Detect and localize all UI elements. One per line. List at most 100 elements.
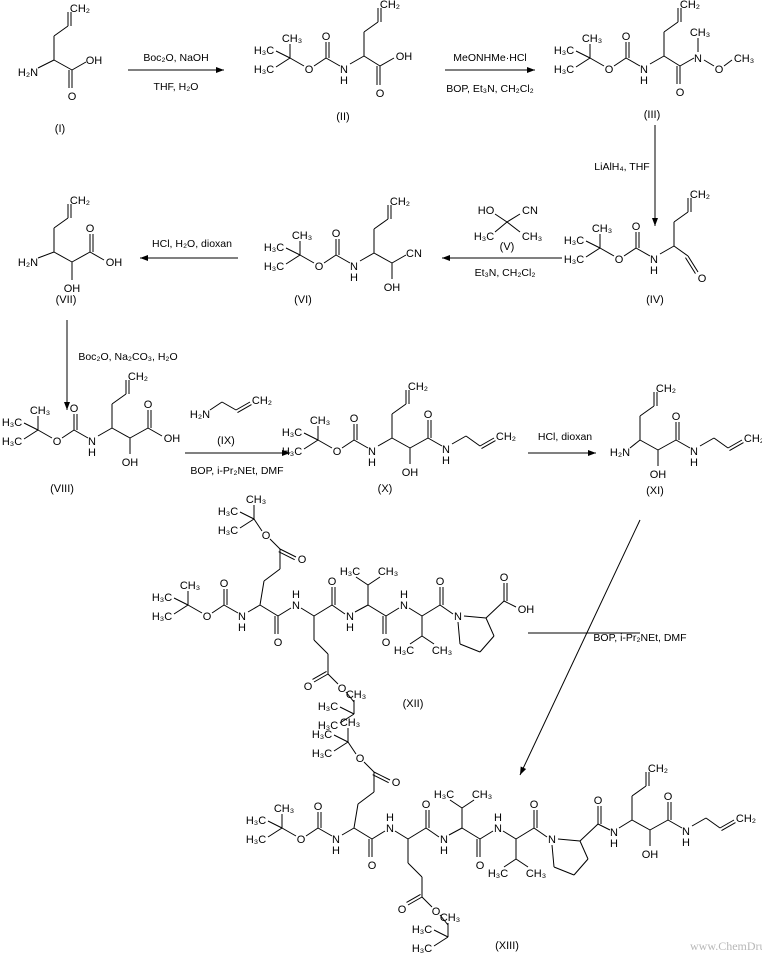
bond — [557, 838, 581, 842]
bond — [303, 439, 319, 450]
bond — [579, 823, 599, 842]
atom-label-ch3: CH₃ — [432, 645, 452, 657]
bond — [479, 635, 495, 653]
atom-label-h3c: H₃C — [488, 868, 508, 880]
bond — [363, 21, 379, 33]
bond — [391, 437, 411, 449]
bond — [97, 427, 113, 437]
reagent-step7-bottom: BOP, i-Pr₂NEt, DMF — [190, 465, 283, 477]
bond — [515, 858, 529, 868]
atom-label-n: N — [340, 64, 348, 76]
atom-label-ch3: CH₃ — [378, 566, 398, 578]
atom-label-o: O — [594, 795, 603, 807]
bond — [575, 57, 591, 68]
bond — [679, 57, 695, 67]
atom-label-h3c: H₃C — [554, 45, 574, 57]
bond — [663, 21, 679, 33]
atom-label-h3c: H₃C — [246, 815, 266, 827]
atom-label-h3c: H₃C — [218, 525, 238, 537]
atom-label-h3c: H₃C — [264, 261, 284, 273]
double-bond — [687, 255, 699, 273]
double-bond — [279, 548, 297, 558]
atom-label-ch3: CH₃ — [522, 231, 542, 243]
bond — [713, 437, 729, 449]
bond — [479, 830, 494, 840]
atom-label-o: O — [220, 578, 229, 590]
atom-label-h3c: H₃C — [394, 645, 414, 657]
double-bond — [481, 440, 496, 450]
bond — [448, 827, 463, 836]
atom-label-oh: OH — [86, 55, 103, 67]
bond — [649, 819, 669, 831]
arrow-I-to-II-head — [216, 67, 224, 73]
atom-label-ch3: CH₃ — [526, 868, 546, 880]
atom-label-o: O — [615, 254, 624, 266]
bond — [451, 435, 467, 445]
atom-label-ch2: CH₂ — [744, 433, 762, 445]
atom-label-ch3: CH₃ — [282, 33, 302, 45]
bond — [465, 435, 481, 447]
bond — [363, 761, 375, 773]
compound-label-I: (I) — [55, 123, 65, 135]
atom-label-n: N — [440, 834, 448, 846]
bond — [461, 827, 481, 840]
atom-label-n: N — [400, 600, 408, 612]
bond — [485, 617, 495, 637]
bond — [439, 604, 454, 615]
atom-label-o: O — [68, 91, 77, 103]
bond — [259, 580, 265, 606]
atom-label-ch3: CH₃ — [592, 223, 612, 235]
atom-label-cn: CN — [406, 248, 422, 260]
bond — [277, 607, 292, 617]
arrow-XI-to-XIII — [519, 519, 641, 776]
reagent-step8: HCl, dioxan — [538, 431, 592, 443]
bond — [247, 604, 261, 613]
bond — [317, 827, 333, 837]
atom-label-ch3: CH₃ — [346, 689, 366, 701]
bond — [187, 604, 203, 614]
bond — [425, 827, 440, 838]
atom-label-o: O — [398, 904, 407, 916]
bond — [421, 604, 441, 617]
double-bond — [727, 439, 743, 449]
atom-label-h: H — [292, 589, 300, 601]
bond — [37, 251, 55, 259]
bond — [705, 817, 721, 829]
bond — [553, 866, 575, 876]
atom-label-ch2: CH₂ — [70, 195, 90, 207]
bond — [551, 844, 555, 868]
atom-label-h3c: H₃C — [246, 834, 266, 846]
atom-label-n: N — [442, 444, 450, 456]
bond — [461, 799, 475, 809]
bond — [209, 401, 223, 411]
bond — [494, 213, 508, 223]
bond — [275, 50, 291, 59]
arrow-VIII-to-X-head — [282, 450, 290, 456]
bond — [325, 57, 341, 67]
bond — [335, 254, 351, 264]
reagent-step2-bottom: BOP, Et₃N, CH₂Cl₂ — [446, 83, 534, 95]
bond — [367, 604, 387, 617]
atom-label-ch2: CH₂ — [70, 3, 90, 15]
bond — [300, 607, 315, 617]
bond — [613, 57, 627, 67]
double-bond — [312, 670, 327, 680]
bonds-layer — [23, 8, 744, 947]
bond — [691, 817, 707, 827]
atom-label-o: O — [274, 637, 283, 649]
atom-label-h3c: H₃C — [434, 789, 454, 801]
atom-label-n: N — [694, 53, 702, 65]
atom-label-o: O — [476, 860, 485, 872]
atom-label-h3c: H₃C — [312, 748, 332, 760]
bond — [353, 439, 369, 449]
bond — [71, 61, 87, 71]
bond — [421, 635, 435, 645]
atom-label-o: O — [315, 261, 324, 273]
bond — [147, 427, 163, 437]
bond — [313, 639, 329, 655]
atom-label-o: O — [368, 860, 377, 872]
bond — [618, 819, 633, 829]
bond — [409, 437, 429, 449]
bond — [657, 439, 677, 451]
atom-label-ch2: CH₂ — [680, 0, 700, 11]
